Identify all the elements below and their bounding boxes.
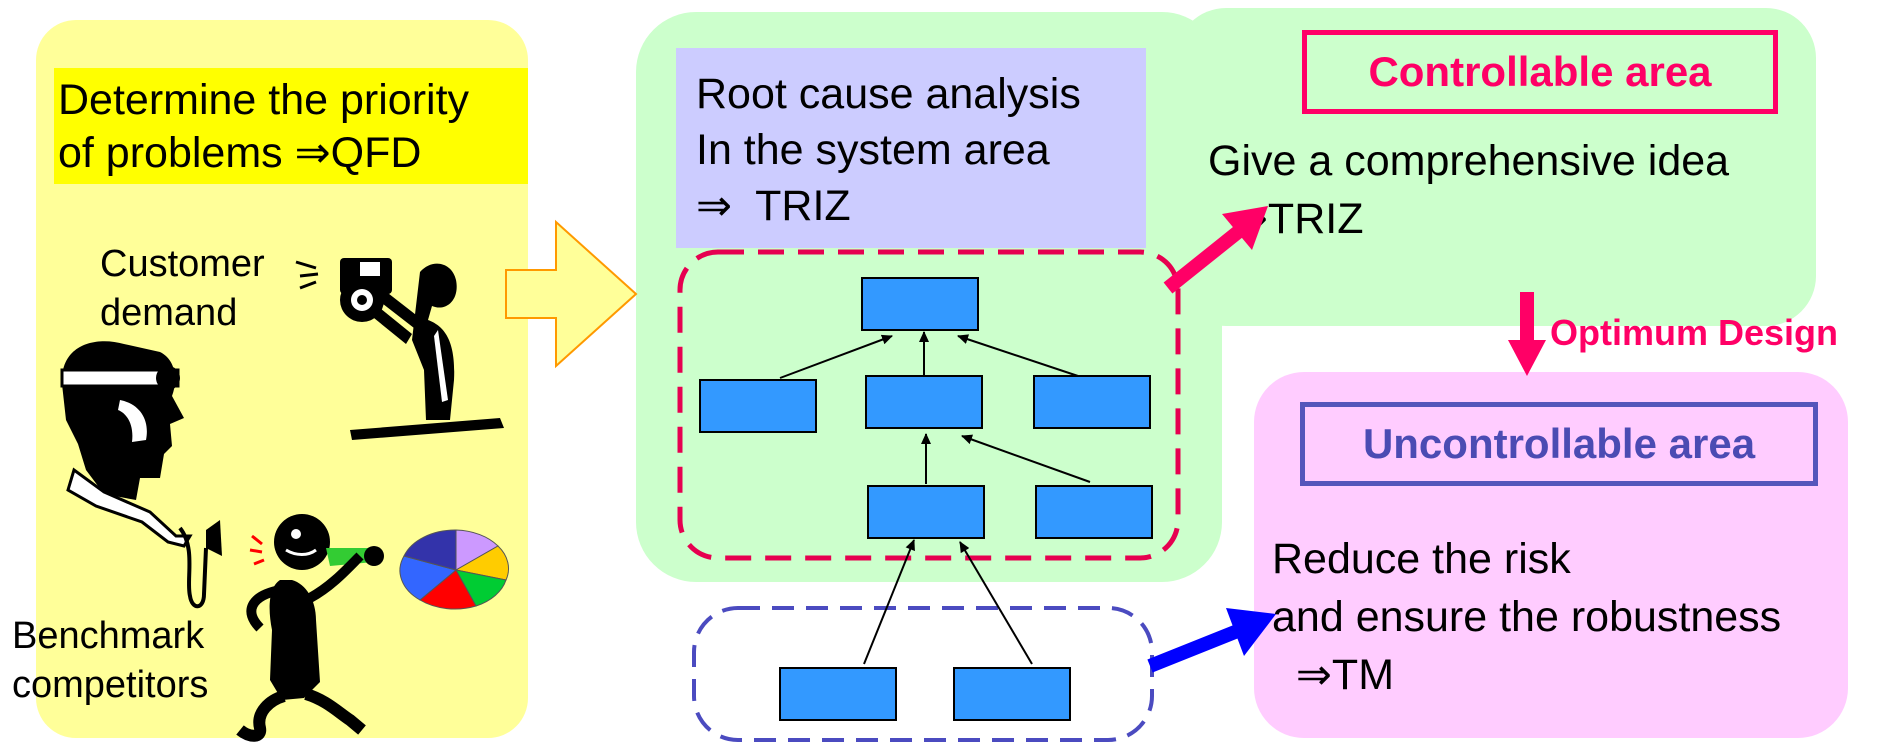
node-bottom-left xyxy=(779,667,897,721)
root-cause-text: Root cause analysis In the system area ⇒ T… xyxy=(696,66,1081,234)
running-person-icon xyxy=(236,514,384,742)
node-low-right xyxy=(1035,485,1153,539)
flow-arrow xyxy=(505,219,638,369)
node-low-center xyxy=(867,485,985,539)
node-mid-center xyxy=(865,375,983,429)
uncontrollable-line-1: Reduce the risk xyxy=(1272,535,1571,583)
node-bottom-right xyxy=(953,667,1071,721)
customer-demand-label: Customer demand xyxy=(100,240,265,338)
controllable-panel xyxy=(1176,8,1816,326)
benchmark-label: Benchmark competitors xyxy=(12,612,208,710)
connectors xyxy=(779,331,1091,665)
uncontrollable-title-box xyxy=(1300,402,1818,486)
controllable-title: Controllable area xyxy=(1368,48,1712,95)
magenta-arrow xyxy=(1163,206,1268,294)
benchmark-line-1: Benchmark xyxy=(12,615,205,657)
uncontrollable-line-3: ⇒TM xyxy=(1272,651,1395,699)
controllable-region-outline xyxy=(677,249,1181,561)
root-cause-line-1: Root cause analysis xyxy=(696,70,1081,118)
priority-line-1: Determine the priority xyxy=(58,76,470,124)
node-top xyxy=(861,277,979,331)
uncontrollable-text: Reduce the risk and ensure the robustness… xyxy=(1272,530,1781,704)
priority-line-2: of problems ⇒QFD xyxy=(58,129,422,177)
customer-line-1: Customer xyxy=(100,243,265,285)
node-mid-right xyxy=(1033,375,1151,429)
head-with-lamp-icon xyxy=(60,341,222,609)
priority-highlight xyxy=(54,68,528,184)
root-cause-box xyxy=(676,48,1146,248)
customer-line-2: demand xyxy=(100,292,238,334)
benchmark-line-2: competitors xyxy=(12,664,209,706)
controllable-line-1: Give a comprehensive idea xyxy=(1208,137,1730,185)
optimum-down-arrow xyxy=(1508,292,1546,376)
node-mid-left xyxy=(699,379,817,433)
root-cause-line-3: ⇒ TRIZ xyxy=(696,182,851,230)
optimum-design-label: Optimum Design xyxy=(1550,312,1839,353)
uncontrollable-panel xyxy=(1254,372,1848,738)
photographer-icon xyxy=(295,258,504,440)
controllable-title-box xyxy=(1302,30,1778,114)
blue-arrow xyxy=(1147,608,1276,673)
uncontrollable-line-2: and ensure the robustness xyxy=(1272,593,1782,641)
uncontrollable-title: Uncontrollable area xyxy=(1362,420,1756,467)
pie-chart-icon xyxy=(399,529,510,610)
root-cause-line-2: In the system area xyxy=(696,126,1050,174)
uncontrollable-region-outline xyxy=(692,606,1154,742)
priority-text: Determine the priority of problems ⇒QFD xyxy=(58,74,469,180)
